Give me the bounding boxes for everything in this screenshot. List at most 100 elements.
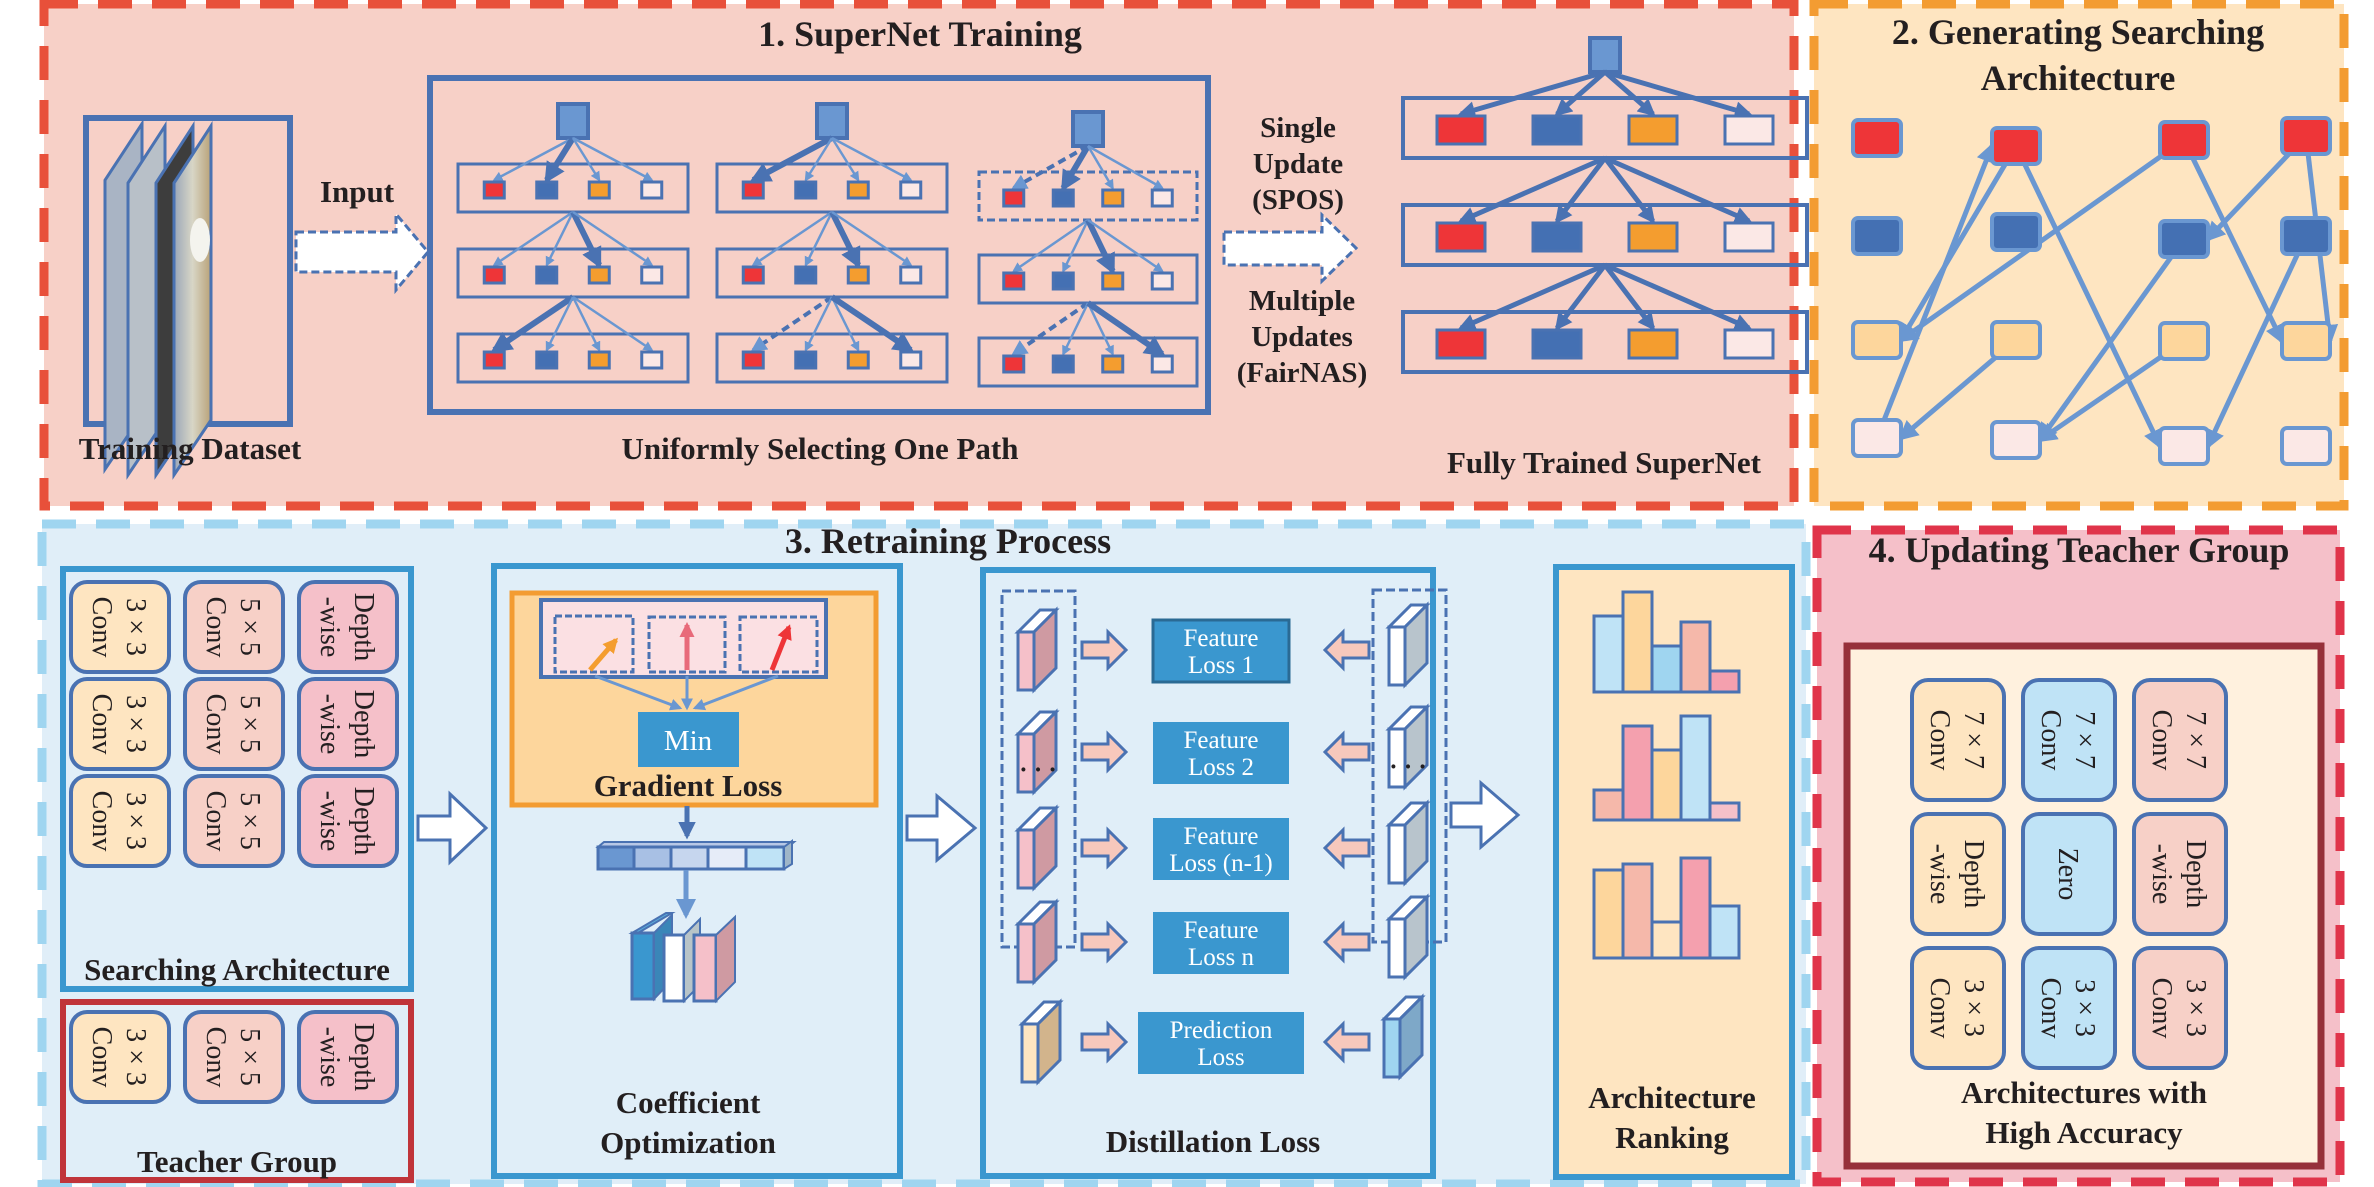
op-node [1531,221,1583,253]
op-node [1002,188,1026,208]
ranking-bar-charts [1592,590,1741,960]
path-edge [571,137,601,182]
path-edge [1087,218,1164,273]
op-node [794,265,818,285]
op-node [846,350,870,370]
coefficient-label-line2: Optimization [600,1125,776,1160]
candidate-op-node [2280,216,2332,256]
op-node [535,350,559,370]
op-tile-label: 3 × 3 [120,792,151,850]
student-feature-icon [1014,898,1060,986]
op-tile-label: Conv [200,1027,231,1088]
loss-label: Loss n [1188,944,1254,971]
op-node [1051,271,1075,291]
loss-box [1153,912,1289,974]
path-edge [829,210,861,269]
op-node [1101,354,1125,374]
teacher-feature-icon [1385,893,1431,981]
op-tile-label: Depth [348,593,379,661]
op-tile-box [2132,946,2228,1070]
path-edge [1604,69,1753,119]
op-tile-label: Zero [2052,848,2083,901]
op-node [587,180,611,200]
op-node [1101,188,1125,208]
op-tile: Depth-wise [297,580,399,674]
candidate-op-node [1990,320,2042,360]
op-tile-label: Conv [86,791,117,852]
ranking-bar [1708,904,1741,960]
op-tile-label: Conv [86,694,117,755]
op-tile-box [69,1010,171,1104]
gradient-arrow-orange-icon [588,637,618,672]
loss-label: Feature [1184,625,1259,652]
op-tile: Depth-wise [2132,812,2228,936]
layer-frame [715,332,949,384]
ranking-bar [1592,788,1625,822]
op-node [1051,354,1075,374]
op-tile-label: 7 × 7 [1958,711,1989,769]
path-edge [492,210,574,267]
student-features-group [1000,589,1077,949]
op-tile-box [1910,812,2006,936]
op-tile-label: -wise [314,694,345,755]
op-tile-box [183,677,285,771]
op-tile-box [1910,678,2006,802]
op-tile-box [69,580,171,674]
path-edge [1603,156,1656,224]
op-tile-box [183,1010,285,1104]
candidate-op-node [1851,216,1903,256]
teacher-group-label: Teacher Group [137,1144,337,1179]
op-node [482,180,506,200]
op-tile-label: -wise [2146,844,2177,905]
path-edge [570,210,602,269]
op-tile-box [2021,946,2117,1070]
path-edge [1085,218,1116,275]
loss-label: Prediction [1170,1017,1273,1044]
dataset-image-stack-icon [103,118,213,480]
student-ellipsis: · · · [1019,757,1057,784]
search-edge [1898,144,2019,344]
fully-trained-supernet [1401,36,1809,374]
loss-label: Feature [1184,823,1259,850]
path-edge [1060,144,1091,192]
op-tile-label: Conv [86,597,117,658]
op-tile-box [69,774,171,868]
op-tile-label: Conv [200,694,231,755]
op-node [1723,221,1775,253]
ranking-bar [1679,714,1712,822]
op-tile-label: 3 × 3 [120,695,151,753]
high-accuracy-label-line2: High Accuracy [1985,1115,2183,1150]
teacher-to-loss-arrow-icon [1322,826,1371,870]
path-edge [1087,144,1164,190]
path-edge [1086,145,1114,190]
op-tile-box [297,774,399,868]
student-feature-icon [1014,708,1060,796]
student-to-loss-arrow-icon [1080,1020,1129,1064]
path-edge [804,296,834,352]
path-edge [571,296,601,352]
op-tile-label: 3 × 3 [2069,979,2100,1037]
section-generating-architecture: 2. Generating Searching Architecture [1809,0,2349,511]
student-to-loss-arrow-icon [1080,628,1129,672]
op-tile: Depth-wise [1910,812,2006,936]
candidate-op-node [1990,212,2042,252]
path-edge [1062,302,1090,356]
op-node [846,265,870,285]
update-arrow-icon [1222,211,1359,285]
ranking-bar [1650,748,1683,822]
teacher-ellipsis: · · · [1389,754,1427,781]
op-tile-label: Conv [86,1027,117,1088]
input-node [815,102,849,140]
candidate-op-node [1851,418,1903,458]
op-node [587,350,611,370]
path-edge [1603,155,1753,224]
ranking-label-line2: Ranking [1615,1120,1729,1155]
